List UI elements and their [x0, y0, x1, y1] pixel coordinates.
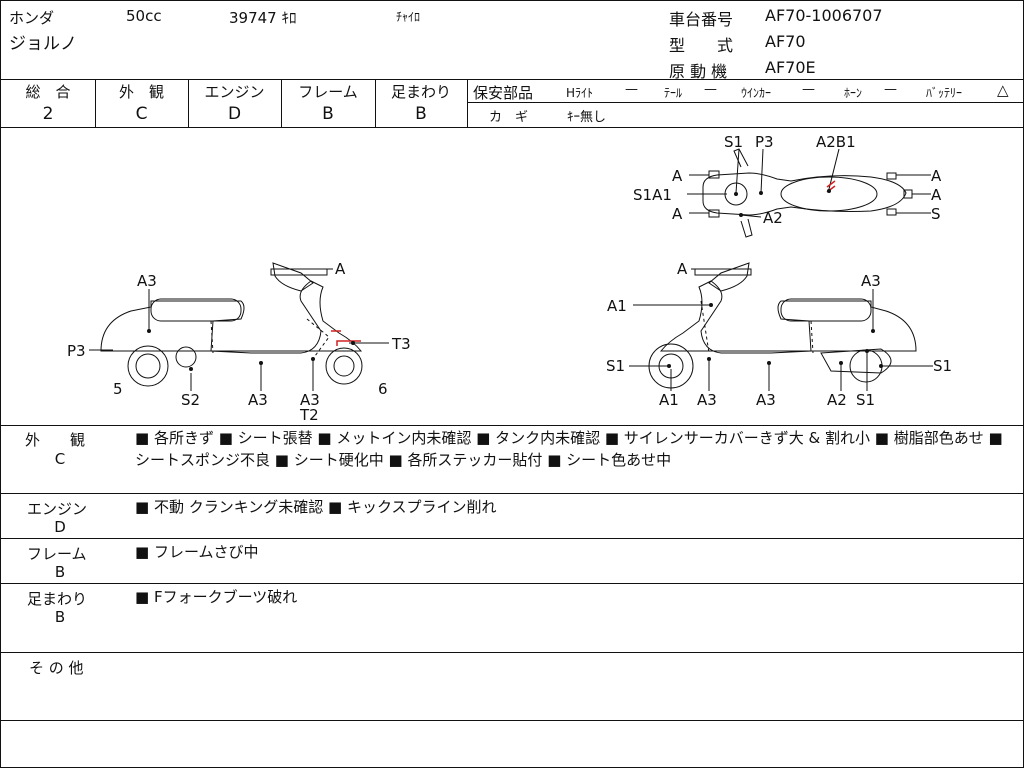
- safety-item-tail: ﾃｰﾙ: [664, 86, 683, 100]
- left-side-scooter: [100, 262, 363, 387]
- damage-marks: [331, 180, 836, 346]
- label-right-a3-body: A3: [756, 391, 776, 409]
- label-left-s2: S2: [181, 391, 200, 409]
- label-left-a: A: [335, 260, 346, 278]
- type-label: 型 式: [669, 36, 734, 55]
- overall-label: 総 合: [25, 83, 71, 101]
- section-other-title: そ の 他: [29, 659, 84, 677]
- safety-label: 保安部品: [473, 84, 534, 102]
- section-frame-text: ■ フレームさび中: [135, 543, 259, 561]
- section-exterior-grade: C: [54, 450, 66, 468]
- section-engine-title: エンジン: [27, 500, 88, 518]
- frame-no: AF70-1006707: [765, 6, 883, 25]
- label-right-a1-bottom: A1: [659, 391, 679, 409]
- section-suspension-title: 足まわり: [27, 590, 88, 608]
- engine-value: AF70E: [765, 58, 816, 77]
- label-top-s1: S1: [724, 133, 743, 151]
- mileage: 39747 ｷﾛ: [229, 9, 297, 27]
- label-right-s1-front: S1: [606, 357, 625, 375]
- section-engine-grade: D: [54, 518, 66, 536]
- label-left-p3: P3: [67, 342, 86, 360]
- label-right-a: A: [677, 260, 688, 278]
- safety-val-battery: △: [997, 81, 1009, 99]
- label-top-a2: A2: [763, 209, 783, 227]
- right-side-scooter: [648, 262, 917, 389]
- engine-label: 原 動 機: [669, 62, 728, 81]
- label-right-s1-rear: S1: [933, 357, 952, 375]
- safety-item-horn: ﾎｰﾝ: [844, 86, 863, 100]
- color: ﾁｬｲﾛ: [396, 10, 421, 24]
- safety-item-winker: ｳｲﾝｶｰ: [741, 86, 772, 100]
- section-suspension-text: ■ Fフォークブーツ破れ: [135, 588, 298, 606]
- section-exterior-title: 外 観: [25, 431, 86, 449]
- section-exterior-text: ■ 各所きず ■ シート張替 ■ メットイン内未確認 ■ タンク内未確認 ■ サ…: [135, 429, 1003, 469]
- label-left-6: 6: [378, 380, 388, 398]
- key-value: ｷｰ無し: [567, 110, 607, 125]
- maker: ホンダ: [9, 9, 55, 27]
- label-top-s-right: S: [931, 205, 941, 223]
- label-right-a3-seat: A3: [861, 272, 881, 290]
- suspension-grade-label: 足まわり: [390, 83, 451, 101]
- safety-val-headlight: —: [625, 82, 638, 97]
- label-top-a-right2: A: [931, 186, 942, 204]
- engine-grade-label: エンジン: [204, 83, 265, 101]
- suspension-grade: B: [415, 104, 427, 124]
- engine-grade: D: [227, 104, 242, 124]
- label-top-a-left1: A: [672, 167, 683, 185]
- displacement: 50cc: [126, 7, 162, 25]
- overall-grade: 2: [42, 104, 54, 124]
- section-frame-title: フレーム: [27, 545, 87, 563]
- label-top-p3: P3: [755, 133, 774, 151]
- frame-grade: B: [322, 104, 334, 124]
- model-name: ジョルノ: [9, 34, 77, 54]
- section-engine-text: ■ 不動 クランキング未確認 ■ キックスプライン削れ: [135, 498, 497, 516]
- label-right-a1: A1: [607, 297, 627, 315]
- key-label: カ ギ: [489, 110, 529, 125]
- frame-grade-label: フレーム: [298, 83, 358, 101]
- label-right-a3-front: A3: [697, 391, 717, 409]
- label-left-t2: T2: [299, 406, 319, 424]
- label-top-a-right1: A: [931, 167, 942, 185]
- safety-val-winker: —: [802, 82, 815, 97]
- exterior-grade: C: [135, 104, 148, 124]
- type-value: AF70: [765, 32, 806, 51]
- safety-item-headlight: Hﾗｲﾄ: [566, 86, 594, 100]
- label-left-a3-body: A3: [248, 391, 268, 409]
- label-left-t3: T3: [391, 335, 411, 353]
- exterior-label: 外 観: [118, 83, 164, 101]
- section-frame-grade: B: [54, 563, 66, 581]
- section-suspension-grade: B: [54, 608, 66, 626]
- frame-no-label: 車台番号: [669, 10, 734, 29]
- label-top-s1a1: S1A1: [633, 186, 672, 204]
- label-right-s1-bottom: S1: [856, 391, 875, 409]
- safety-val-horn: —: [884, 82, 897, 97]
- top-view-scooter: [702, 148, 913, 238]
- label-left-a3-front: A3: [300, 391, 320, 409]
- safety-val-tail: —: [704, 82, 717, 97]
- label-right-a2: A2: [827, 391, 847, 409]
- safety-item-battery: ﾊﾞｯﾃﾘｰ: [926, 86, 963, 100]
- label-left-5: 5: [113, 380, 123, 398]
- label-left-a3-seat: A3: [137, 272, 157, 290]
- label-top-a2b1: A2B1: [816, 133, 856, 151]
- label-top-a-left2: A: [672, 205, 683, 223]
